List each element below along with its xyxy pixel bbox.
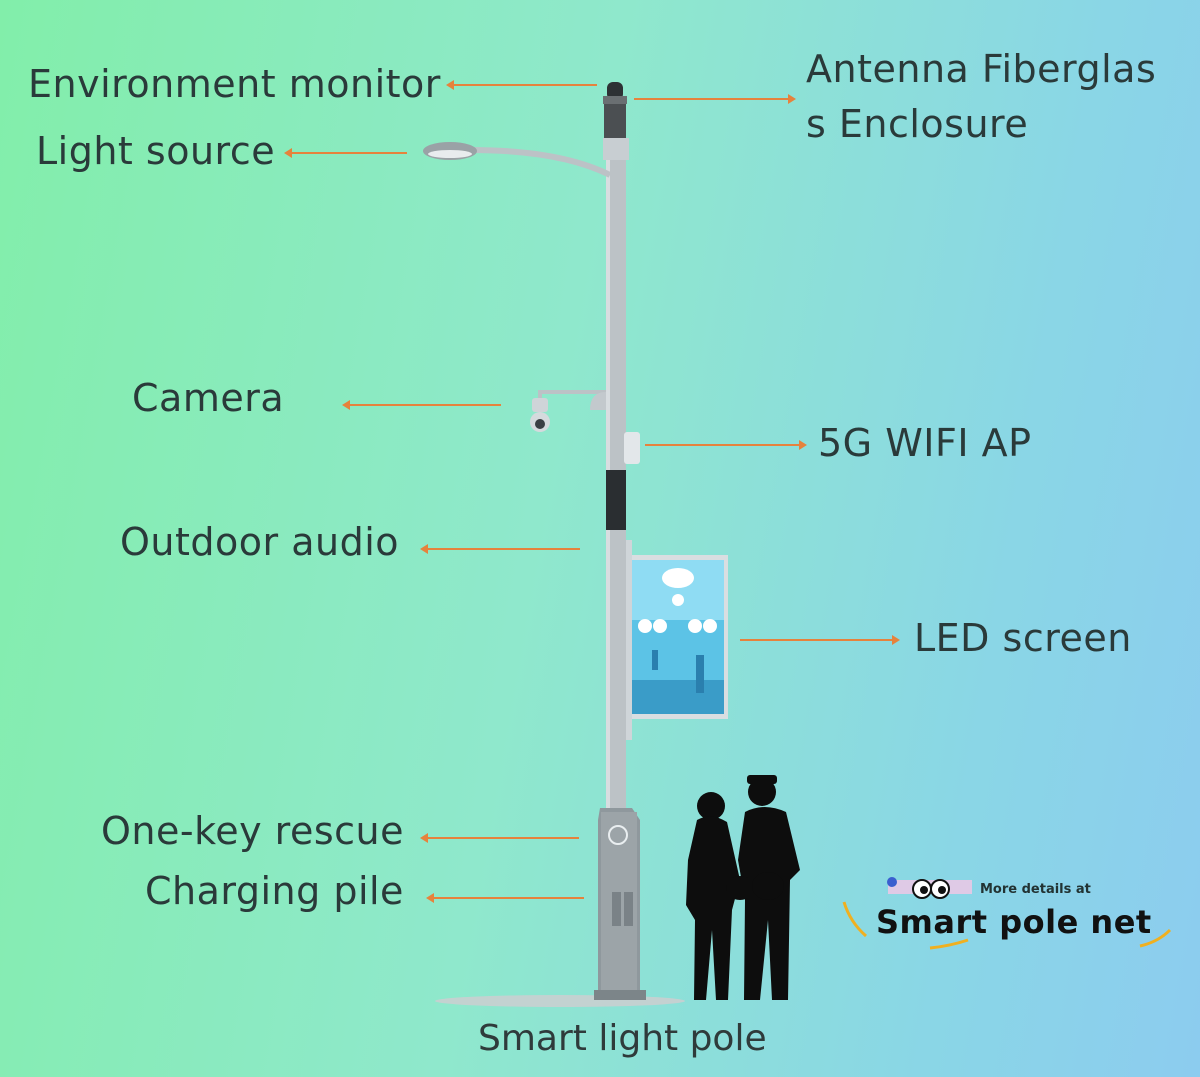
- label-antenna-line1: Antenna Fiberglas: [806, 47, 1157, 91]
- arrow-charging-pile: [426, 893, 584, 903]
- label-light-source: Light source: [36, 129, 276, 173]
- label-antenna-line2: s Enclosure: [806, 102, 1029, 146]
- watermark-tagline: More details at: [980, 882, 1091, 897]
- arrow-environment-monitor: [446, 80, 597, 90]
- wifi-ap-device: [624, 432, 640, 464]
- people-silhouettes: [686, 775, 800, 1000]
- pole-shaft: [606, 138, 626, 998]
- light-arm: [469, 147, 612, 178]
- arrow-one-key-rescue: [420, 833, 579, 843]
- arrow-light-source: [284, 148, 407, 158]
- camera-body: [532, 398, 548, 412]
- label-environment-monitor: Environment monitor: [28, 62, 441, 106]
- figure-caption: Smart light pole: [478, 1018, 767, 1059]
- label-charging-pile: Charging pile: [145, 869, 404, 913]
- rescue-logo: [608, 825, 628, 845]
- label-camera: Camera: [132, 376, 285, 420]
- label-wifi-ap: 5G WIFI AP: [818, 421, 1032, 465]
- ground-shadow: [435, 995, 685, 1007]
- arrow-wifi-ap: [645, 440, 807, 450]
- label-led-screen: LED screen: [914, 616, 1132, 660]
- audio-section: [606, 470, 626, 530]
- arrow-outdoor-audio: [420, 544, 580, 554]
- watermark-brand: Smart pole net: [876, 903, 1152, 941]
- watermark-eyes-logo: [887, 877, 972, 899]
- camera-arm: [538, 390, 606, 400]
- watermark-swooshes: [842, 901, 1172, 950]
- antenna-enclosure: [604, 98, 626, 140]
- arrow-antenna: [634, 94, 796, 104]
- arrow-camera: [342, 400, 501, 410]
- label-outdoor-audio: Outdoor audio: [120, 520, 400, 564]
- arrow-led-screen: [740, 635, 900, 645]
- label-one-key-rescue: One-key rescue: [101, 809, 405, 853]
